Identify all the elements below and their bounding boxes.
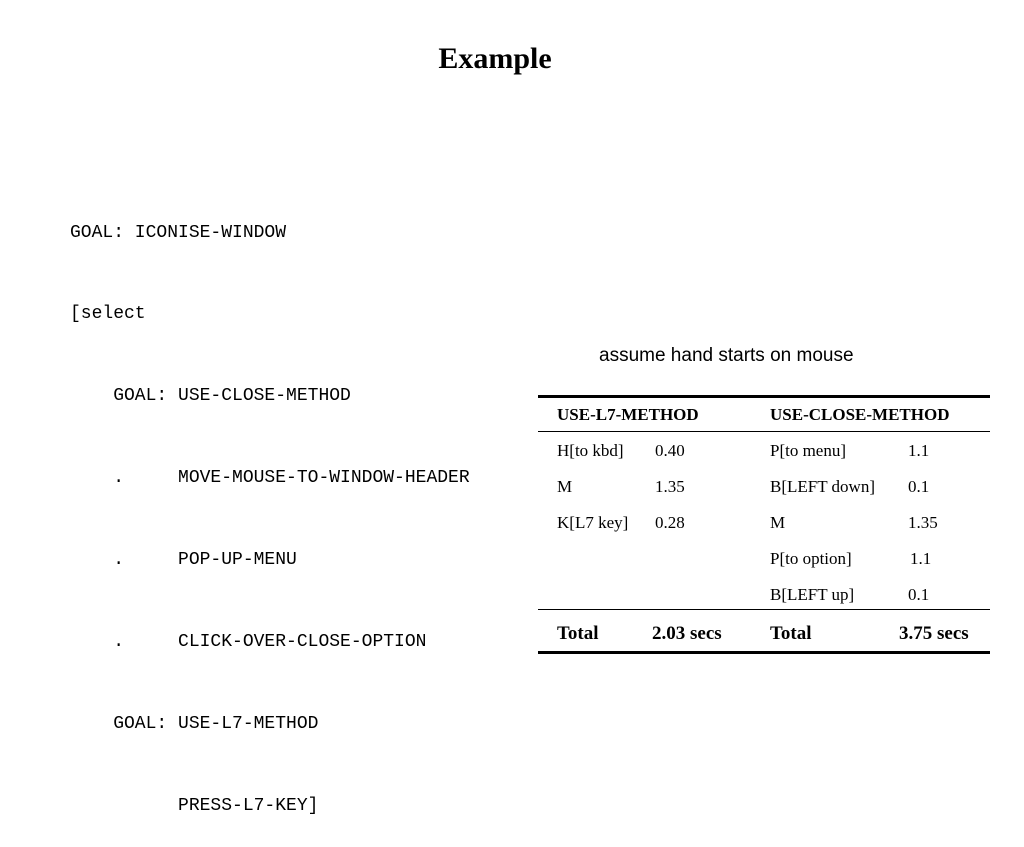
- code-line: GOAL: ICONISE-WINDOW: [70, 222, 287, 243]
- close-time: 0.1: [908, 585, 930, 604]
- code-line: GOAL: USE-CLOSE-METHOD: [70, 386, 351, 407]
- l7-time: 0.28: [655, 513, 685, 532]
- header-close-method: USE-CLOSE-METHOD: [770, 405, 950, 424]
- goms-code-block: GOAL: ICONISE-WINDOW [select GOAL: USE-C…: [70, 165, 470, 847]
- l7-time: 0.40: [655, 441, 685, 460]
- table-rule-bottom: [538, 651, 990, 654]
- header-l7-method: USE-L7-METHOD: [557, 405, 699, 424]
- l7-total-value: 2.03 secs: [652, 623, 722, 644]
- table-rule-header: [538, 431, 990, 432]
- l7-op: M: [557, 477, 573, 496]
- assumption-note: assume hand starts on mouse: [599, 345, 854, 366]
- close-time: 0.1: [908, 477, 930, 496]
- close-op: P[to option]: [770, 549, 852, 568]
- close-time: 1.35: [908, 513, 938, 532]
- code-line: GOAL: USE-L7-METHOD: [70, 713, 319, 734]
- l7-op: K[L7 key]: [557, 513, 629, 532]
- close-op: M: [770, 513, 786, 532]
- l7-time: 1.35: [655, 477, 685, 496]
- close-op: P[to menu]: [770, 441, 847, 460]
- l7-total-label: Total: [557, 623, 599, 644]
- close-total-label: Total: [770, 623, 812, 644]
- l7-op: H[to kbd]: [557, 441, 624, 460]
- slide-title: Example: [438, 42, 552, 75]
- code-line: . CLICK-OVER-CLOSE-OPTION: [70, 632, 427, 653]
- code-line: PRESS-L7-KEY]: [70, 795, 319, 816]
- code-line: [select: [70, 304, 146, 325]
- close-op: B[LEFT up]: [770, 585, 855, 604]
- close-op: B[LEFT down]: [770, 477, 875, 496]
- close-time: 1.1: [908, 441, 930, 460]
- close-time: 1.1: [910, 549, 932, 568]
- table-rule-totals: [538, 609, 990, 610]
- close-total-value: 3.75 secs: [899, 623, 969, 644]
- code-line: . POP-UP-MENU: [70, 550, 297, 571]
- code-line: . MOVE-MOUSE-TO-WINDOW-HEADER: [70, 468, 470, 489]
- table-rule-top: [538, 395, 990, 398]
